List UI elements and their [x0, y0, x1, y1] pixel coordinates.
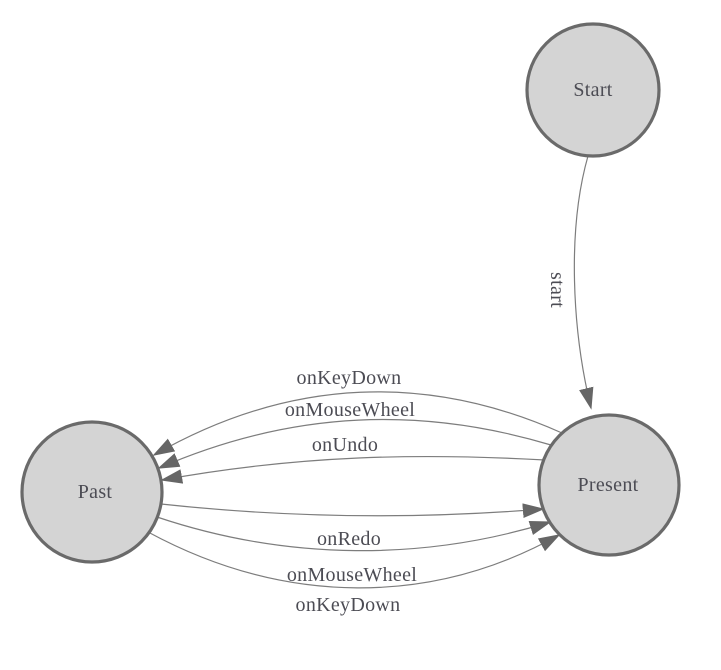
edge-present-to-past-onundo: [160, 455, 546, 484]
node-past: Past: [20, 420, 164, 564]
node-past-circle: [20, 420, 164, 564]
node-present-label: Present: [578, 474, 639, 496]
edge-label-onmousewheel-top: onMouseWheel: [285, 399, 415, 421]
edge-label-onundo: onUndo: [312, 434, 378, 456]
node-past-label: Past: [78, 481, 113, 503]
node-start: Start: [525, 22, 661, 158]
edge-label-onredo: onRedo: [317, 528, 381, 550]
edge-present-to-past-onmousewheel: [157, 418, 552, 469]
edge-label-onmousewheel-bottom: onMouseWheel: [287, 564, 417, 586]
node-present: Present: [537, 413, 681, 557]
node-start-circle: [525, 22, 661, 158]
edge-label-onkeydown-top: onKeyDown: [297, 367, 402, 389]
edge-start-to-present: [573, 155, 594, 410]
edge-past-to-present-onredo: [160, 503, 545, 518]
edge-present-to-past-onkeydown: [152, 391, 563, 456]
edge-past-to-present-onkeydown: [147, 531, 561, 589]
edge-label-start: start: [546, 272, 568, 308]
node-start-label: Start: [573, 79, 612, 101]
edge-past-to-present-onmousewheel: [156, 516, 552, 552]
edge-label-onkeydown-bottom: onKeyDown: [296, 594, 401, 616]
node-present-circle: [537, 413, 681, 557]
